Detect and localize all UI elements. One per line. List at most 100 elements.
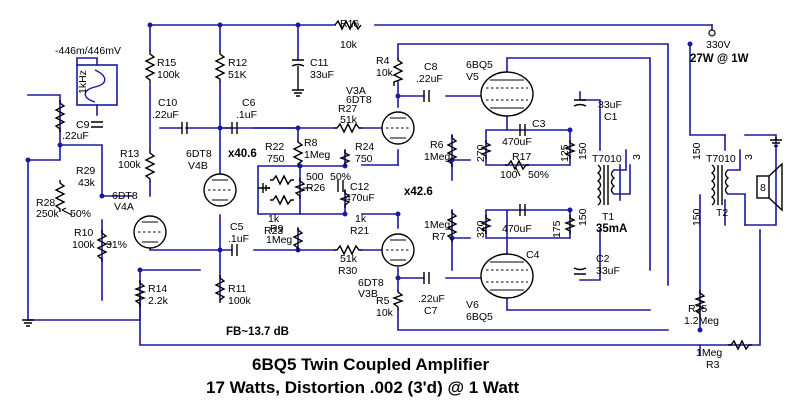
- v4a-type: 6DT8: [112, 190, 138, 202]
- pot-arrow-r28: [61, 207, 73, 216]
- r11-val: 100k: [228, 295, 252, 307]
- r13-val: 100k: [118, 159, 142, 171]
- ground-icons: [22, 137, 782, 327]
- r7-val: 1Meg: [424, 219, 450, 231]
- r16-val: 10k: [340, 39, 358, 51]
- t2-w3: 3: [743, 154, 755, 160]
- v6-type: 6BQ5: [466, 311, 493, 323]
- r8-ref: R8: [304, 137, 318, 149]
- t2-w1: 150: [691, 142, 703, 160]
- r22-val: 750: [267, 153, 285, 165]
- source-reading: -446m/446mV: [55, 45, 121, 57]
- c5-val: .1uF: [228, 233, 249, 245]
- c9-ref: C9: [76, 119, 90, 131]
- speaker-impedance: 8: [760, 182, 766, 194]
- r22-ref: R22: [265, 141, 284, 153]
- v6-ref: V6: [466, 299, 479, 311]
- feedback-db: FB~13.7 dB: [226, 326, 289, 338]
- c2-ref: C2: [596, 253, 610, 265]
- t2-ref: T2: [716, 207, 728, 219]
- pot-arrow-r17: [515, 167, 521, 177]
- tube-v6: [480, 253, 534, 299]
- tube-v4a: [133, 215, 167, 249]
- capacitors: [91, 59, 587, 284]
- tube-v5: [480, 71, 534, 117]
- r7-ref: R7: [432, 231, 446, 243]
- supply-power: 27W @ 1W: [690, 53, 749, 65]
- c12-val: 470uF: [345, 192, 375, 204]
- v5-type: 6BQ5: [466, 59, 493, 71]
- r5-val: 10k: [376, 307, 394, 319]
- v3b-type: 6DT8: [358, 277, 384, 289]
- c2-val: 33uF: [596, 265, 620, 277]
- c11-ref: C11: [310, 57, 329, 69]
- r25-ref: R25: [688, 303, 707, 315]
- c1-val: 33uF: [598, 99, 622, 111]
- t1-ref: T1: [602, 211, 614, 223]
- c3-ref: C3: [532, 118, 546, 130]
- r3-val: 1Meg: [696, 347, 722, 359]
- current-reading: 35mA: [596, 223, 627, 235]
- r5-ref: R5: [376, 295, 390, 307]
- c7-val: .22uF: [418, 293, 445, 305]
- r28-ref: R28: [36, 197, 55, 209]
- r28-val: 250k: [36, 208, 60, 220]
- c6-val: .1uF: [236, 109, 257, 121]
- v4a-ref: V4A: [114, 201, 134, 213]
- r24-ref: R24: [355, 141, 374, 153]
- t2-w2: 150: [691, 208, 703, 226]
- v3a-ref: V3A: [346, 85, 366, 97]
- t2-type: T7010: [706, 153, 736, 165]
- r24-val: 750: [355, 153, 373, 165]
- v3a-type: 6DT8: [346, 94, 372, 106]
- t1-w3: 3: [631, 154, 643, 160]
- tube-v4b: [203, 173, 237, 207]
- r29-val: 43k: [78, 177, 96, 189]
- r17-val: 100: [500, 169, 518, 181]
- gain-stage1: x40.6: [228, 148, 257, 160]
- r10-pct: 31%: [106, 239, 127, 251]
- transformer-t1: [596, 149, 631, 206]
- r25-val: 1.2Meg: [684, 315, 719, 327]
- v4b-ref: V4B: [188, 160, 208, 172]
- c11-val: 33uF: [310, 69, 334, 81]
- r175: 175: [551, 220, 563, 238]
- r14-val: 2.2k: [148, 295, 169, 307]
- r17-pct: 50%: [528, 169, 549, 181]
- gain-stage2: x42.6: [404, 186, 433, 198]
- r26-pct: 50%: [330, 171, 351, 183]
- r12-ref: R12: [228, 57, 247, 69]
- c8-val: .22uF: [416, 73, 443, 85]
- c1-ref: C1: [604, 111, 618, 123]
- r10-val: 100k: [72, 239, 96, 251]
- c7-ref: C7: [424, 305, 438, 317]
- r13-ref: R13: [120, 148, 139, 160]
- source-freq: 1kHz: [77, 70, 89, 94]
- c6-ref: C6: [242, 97, 256, 109]
- tube-v3b: [381, 233, 415, 267]
- t1-type: T7010: [592, 153, 622, 165]
- r29-ref: R29: [76, 165, 95, 177]
- c10-val: .22uF: [152, 109, 179, 121]
- r21-val: 1k: [355, 213, 367, 225]
- r4-ref: R4: [376, 55, 390, 67]
- r17-ref: R17: [512, 151, 531, 163]
- t1-w2: 150: [577, 208, 589, 226]
- r11-ref: R11: [228, 283, 247, 295]
- title-line-1: 6BQ5 Twin Coupled Amplifier: [252, 355, 489, 374]
- wiring: [27, 24, 777, 356]
- r26-ref: R26: [306, 182, 325, 194]
- sine-wave-icon: [84, 69, 106, 103]
- r4-val: 10k: [376, 67, 394, 79]
- r23-val: 1k: [268, 213, 280, 225]
- resistors: [54, 20, 752, 351]
- r27-val: 51k: [340, 114, 358, 126]
- r21-ref: R21: [350, 225, 369, 237]
- r9-val: 1Meg: [266, 234, 292, 246]
- supply-terminal-icon: [708, 29, 716, 37]
- c9-val: .22uF: [62, 130, 89, 142]
- r125: 125: [559, 144, 571, 162]
- r10-ref: R10: [74, 227, 93, 239]
- c10-ref: C10: [158, 97, 177, 109]
